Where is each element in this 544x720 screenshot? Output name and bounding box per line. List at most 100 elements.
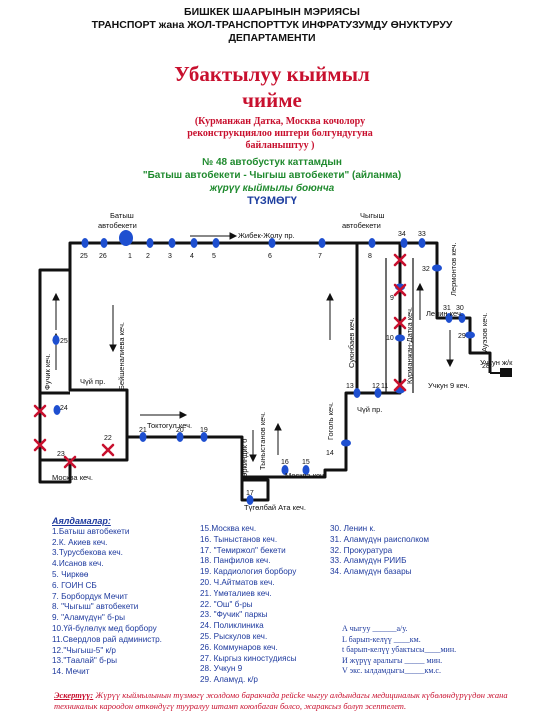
header-line-1: БИШКЕК ШААРЫНЫН МЭРИЯСЫ (184, 6, 360, 18)
legend-item: 21. Үмөталиев кеч. (200, 588, 272, 598)
subtitle-line-2: реконструкциялоо иштери болгундугуна (187, 128, 373, 139)
legend-item: 16. Тыныстанов кеч. (200, 534, 278, 544)
batysh-station-icon (119, 230, 133, 246)
param-line: t барып-келүү убактысы____мин. (342, 645, 457, 654)
closures (33, 253, 407, 469)
legend-item: 4.Исанов кеч. (52, 559, 104, 569)
label-batysh: Батыш (110, 211, 134, 220)
label-chuy-2: Чүй пр. (357, 405, 382, 414)
stop-number-28: 28 (482, 363, 490, 370)
legend-item: 6. ГОИН СБ (52, 580, 97, 590)
legend-item: 20. Ч.Айтматов кеч. (200, 577, 275, 587)
route-line-4: ТҮЗМӨГҮ (247, 195, 297, 207)
label-suyunbaev: Суюнбаев кеч. (347, 317, 356, 368)
stop-number-21: 21 (139, 427, 147, 434)
stop-number-29: 29 (458, 333, 466, 340)
legend-item: 7. Борбордук Мечит (52, 591, 128, 601)
stop-16 (281, 465, 289, 475)
stop-number-7: 7 (318, 253, 322, 260)
stop-number-11: 11 (381, 383, 388, 390)
note-text: Жүрүү кыймылынын түзмөгү жолдомо баракча… (54, 690, 508, 711)
stop-5 (212, 238, 220, 248)
legend-item: 18. Панфилов кеч. (200, 556, 271, 566)
header-line-2: ТРАНСПОРТ жана ЖОЛ-ТРАНСПОРТТУК ИНФРАТУЗ… (91, 19, 453, 31)
legend-item: 14. Мечит (52, 667, 90, 677)
uchkun-terminal-icon (500, 368, 512, 377)
stop-15 (302, 465, 310, 475)
param-line: L барып-келүү ____км. (342, 634, 421, 644)
route-line-1: № 48 автобустук каттамдын (202, 157, 342, 168)
label-batysh-station: автобекети (98, 221, 137, 230)
stop-number-32: 32 (422, 266, 430, 273)
label-lermontov: Лермонтов кеч. (449, 242, 458, 296)
stop-34 (400, 238, 408, 248)
stop-12 (374, 388, 382, 398)
legend-item: 22. "Ош" б-ры (200, 599, 253, 609)
label-lenin: Ленин кеч. (426, 309, 463, 318)
stop-number-12: 12 (372, 383, 380, 390)
legend-item: 2.К. Акиев кеч. (52, 537, 108, 547)
label-beishenalieva: Бейшеналиева кеч. (117, 322, 126, 390)
stop-26 (81, 238, 89, 248)
stop-7 (318, 238, 326, 248)
stop-32 (432, 264, 442, 272)
stop-number-16: 16 (281, 459, 289, 466)
label-auezov: Ауэзов кеч. (480, 313, 489, 352)
legend-item: 30. Ленин к. (330, 524, 376, 533)
route-line-3: жүрүү кыймылы боюнча (209, 183, 335, 194)
stop-number-17: 17 (246, 490, 254, 497)
stop-number-8: 8 (368, 253, 372, 260)
legend-item: 8. "Чыгыш" автобекети (52, 602, 139, 612)
stop-3 (168, 238, 176, 248)
legend-item: 15.Москва кеч. (200, 524, 257, 533)
legend-item: 13."Таалай" б-ры (52, 656, 117, 666)
stop-number-30: 30 (456, 305, 464, 312)
stop-numbers: 25 26 1 2 3 4 5 6 7 8 34 33 32 31 30 29 … (57, 231, 490, 497)
stop-2 (146, 238, 154, 248)
route-params: А чыгуу ______а/у. L барып-келүү ____км.… (342, 624, 456, 677)
stop-4 (190, 238, 198, 248)
stop-number-14: 14 (326, 450, 334, 457)
stop-number-3: 3 (168, 253, 172, 260)
legend-item: 1.Батыш автобекети (52, 526, 130, 536)
route-line-2: "Батыш автобекети - Чыгыш автобекети" (а… (142, 170, 402, 181)
header-line-3: ДЕПАРТАМЕНТИ (228, 32, 316, 44)
label-chuy-1: Чүй пр. (80, 377, 105, 386)
legend-item: 34. Аламүдүн базары (330, 567, 412, 577)
param-line: V экс. ылдамдыгы_____км.с. (342, 666, 441, 675)
legend-col-3: 30. Ленин к. 31. Аламүдүн раисполком 32.… (330, 524, 429, 578)
stop-number-31: 31 (443, 305, 451, 312)
legend-item: 33. Аламүдүн РИИБ (330, 556, 407, 566)
stop-number-25: 25 (60, 338, 68, 345)
title-line-2: чийме (242, 88, 302, 112)
param-line: А чыгуу ______а/у. (342, 624, 408, 633)
stop-33 (418, 238, 426, 248)
legend-item: 11.Свердлов рай администр. (52, 634, 162, 644)
legend-col-2: 15.Москва кеч. 16. Тыныстанов кеч. 17. "… (200, 524, 297, 686)
stop-number-19: 19 (200, 427, 208, 434)
label-moskva-2: Москва кеч. (285, 471, 326, 480)
title-line-1: Убактылуу кыймыл (174, 62, 370, 86)
subtitle-line-1: (Курманжан Датка, Москва кочолорy (194, 116, 366, 127)
legend-item: 10.Үй-бүлөлүк мед борбору (52, 623, 157, 633)
legend-item: 9. "Аламүдүн" б-ры (52, 613, 125, 623)
stop-27 (100, 238, 108, 248)
label-chygysh: Чыгыш (360, 211, 385, 220)
label-uchkun: Учкун ж/к (480, 358, 513, 367)
legend-col-1: Аялдамалар: 1.Батыш автобекети 2.К. Акие… (52, 516, 162, 678)
stop-19 (200, 432, 208, 442)
stop-number-34: 34 (398, 231, 406, 238)
legend-item: 26. Коммунаров кеч. (200, 642, 278, 652)
stop-number-2: 2 (146, 253, 150, 260)
stop-number-4: 4 (190, 253, 194, 260)
stops (52, 238, 475, 505)
legend-item: 31. Аламүдүн раисполком (330, 534, 430, 544)
label-toktogul: Токтогул кеч. (147, 421, 192, 430)
label-tugelbay: Түгөлбай Ата кеч. (244, 503, 306, 512)
stop-number-13: 13 (346, 383, 354, 390)
legend-item: 24. Поликлиника (200, 621, 264, 631)
stop-14 (341, 439, 351, 447)
label-uchkun-9: Учкун 9 кеч. (428, 381, 470, 390)
stop-number-26: 25 (80, 253, 88, 260)
